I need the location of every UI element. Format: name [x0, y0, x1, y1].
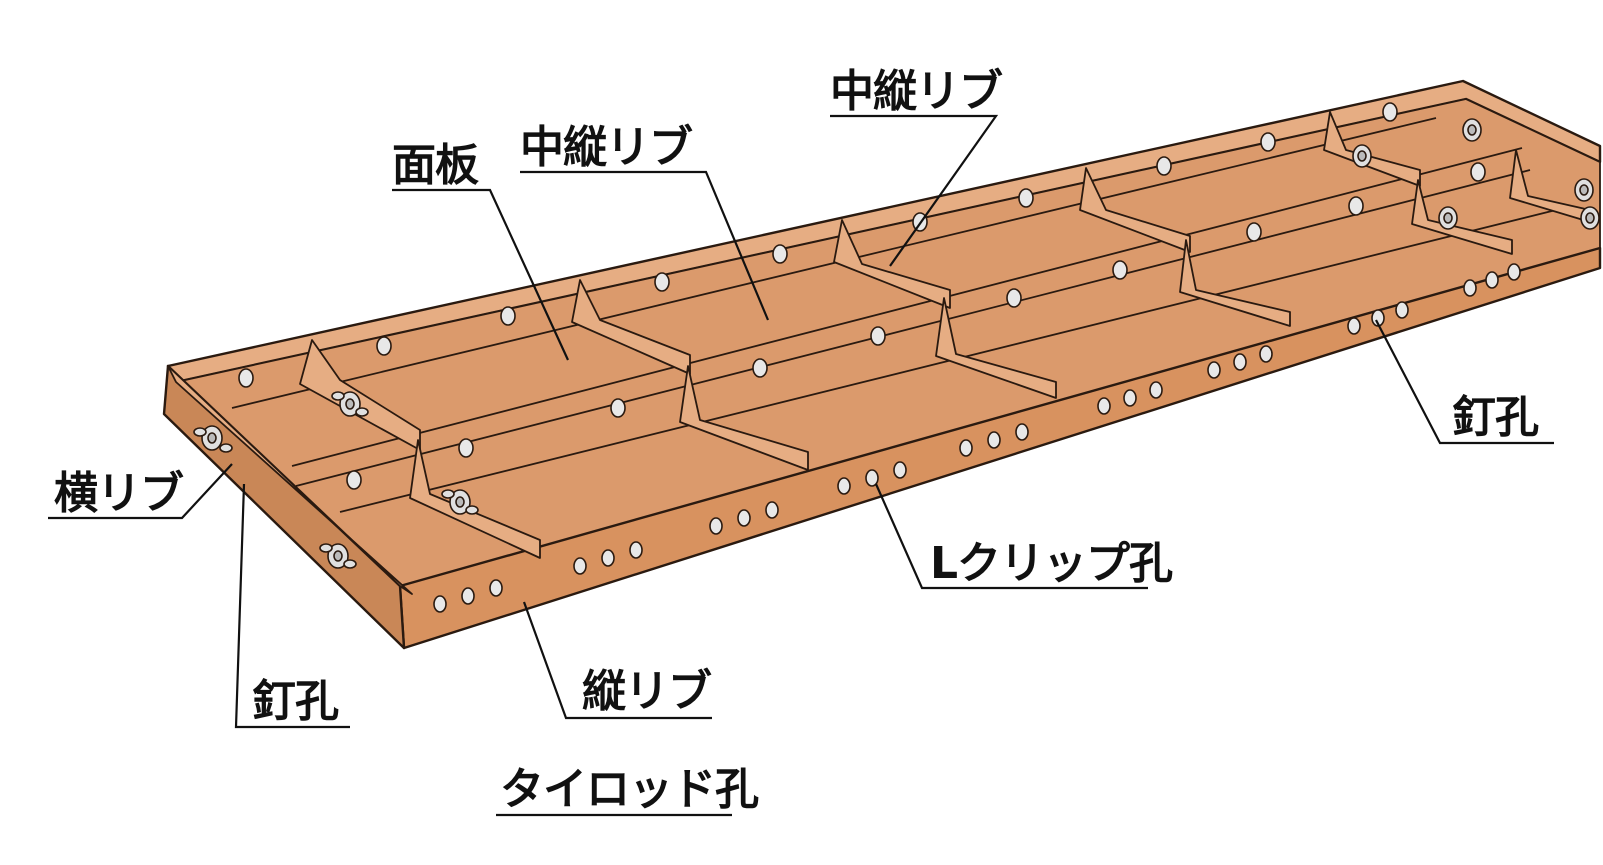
nail-hole-icon	[772, 244, 788, 264]
wing-nut-icon	[1580, 206, 1600, 230]
wing-nut-icon	[1352, 144, 1372, 168]
leader-long-rib	[522, 601, 712, 720]
wing-nut-icon	[441, 489, 479, 515]
nail-hole-icon	[752, 358, 768, 378]
nail-hole-icon	[1246, 222, 1262, 242]
nail-hole-icon	[1348, 196, 1364, 216]
l-clip-hole-icon	[737, 509, 751, 527]
steel-formwork-panel	[162, 79, 1602, 650]
label-mid-rib-right: 中縦リブ	[830, 66, 1003, 117]
label-mid-rib-left: 中縦リブ	[520, 122, 693, 173]
wing-nut-icon	[1438, 206, 1458, 230]
nail-hole-icon	[1112, 260, 1128, 280]
nail-hole-icon	[1347, 317, 1361, 335]
nail-hole-icon	[238, 368, 254, 388]
leader-l-clip-hole	[874, 483, 1148, 590]
leader-nail-hole-left	[234, 483, 350, 729]
l-clip-hole-icon	[837, 477, 851, 495]
nail-hole-icon	[1260, 132, 1276, 152]
tie-rod-hole-icon	[489, 579, 503, 597]
label-nail-hole-left: 釘孔	[252, 676, 339, 727]
face-line-back	[231, 117, 1437, 409]
back-rim-holes	[238, 102, 1486, 490]
cross-ribs	[299, 111, 1591, 559]
nail-hole-icon	[1018, 188, 1034, 208]
label-face-plate: 面板	[392, 140, 479, 191]
label-long-rib: 縦リブ	[582, 666, 712, 717]
nail-hole-icon	[376, 336, 392, 356]
nail-hole-icon	[1485, 271, 1499, 289]
tie-rod-hole-icon	[433, 595, 447, 613]
leader-cross-rib	[48, 463, 233, 520]
nail-hole-icon	[654, 272, 670, 292]
label-tie-rod-hole: タイロッド孔	[500, 764, 759, 815]
leader-nail-hole-right	[1375, 319, 1554, 445]
l-clip-hole-icon	[573, 557, 587, 575]
nail-hole-icon	[1507, 263, 1521, 281]
wing-nut-icon	[1462, 118, 1482, 142]
label-cross-rib: 横リブ	[54, 468, 184, 519]
l-clip-hole-icon	[1015, 423, 1029, 441]
leader-mid-rib-right	[830, 114, 999, 267]
leader-mid-rib-left	[520, 170, 770, 321]
l-clip-hole-icon	[1149, 381, 1163, 399]
label-nail-hole-right: 釘孔	[1452, 392, 1539, 443]
l-clip-hole-icon	[865, 469, 879, 487]
l-clip-hole-icon	[709, 517, 723, 535]
wing-nut-icon	[193, 425, 233, 453]
nail-hole-icon	[870, 326, 886, 346]
label-l-clip-hole: Lクリップ孔	[930, 538, 1173, 589]
nail-hole-icon	[500, 306, 516, 326]
nail-hole-icon	[1470, 162, 1486, 182]
l-clip-hole-icon	[765, 501, 779, 519]
wing-nut-icon	[331, 391, 369, 417]
nail-hole-icon	[1395, 301, 1409, 319]
leader-face-plate	[392, 188, 569, 361]
nail-hole-icon	[1463, 279, 1477, 297]
nail-hole-icon	[1156, 156, 1172, 176]
bolt-fittings	[193, 118, 1600, 569]
l-clip-hole-icon	[987, 431, 1001, 449]
nail-hole-icon	[458, 438, 474, 458]
nail-hole-icon	[1006, 288, 1022, 308]
l-clip-hole-icon	[1207, 361, 1221, 379]
nail-hole-icon	[346, 470, 362, 490]
l-clip-hole-icon	[959, 439, 973, 457]
tie-rod-hole-icon	[461, 587, 475, 605]
labels: 面板 中縦リブ 中縦リブ 横リブ 釘孔 釘孔 Lクリップ孔 縦リブ タイロッド孔	[54, 66, 1540, 815]
l-clip-hole-icon	[629, 541, 643, 559]
l-clip-hole-icon	[893, 461, 907, 479]
long-rib-inner	[167, 365, 413, 595]
nail-hole-icon	[1382, 102, 1398, 122]
l-clip-hole-icon	[1233, 353, 1247, 371]
wing-nut-icon	[319, 543, 357, 569]
l-clip-hole-icon	[601, 549, 615, 567]
l-clip-hole-icon	[1097, 397, 1111, 415]
leader-lines	[48, 114, 1554, 817]
wing-nut-icon	[1574, 178, 1594, 202]
nail-hole-icon	[610, 398, 626, 418]
l-clip-hole-icon	[1259, 345, 1273, 363]
front-rib-holes	[433, 263, 1521, 613]
l-clip-hole-icon	[1123, 389, 1137, 407]
